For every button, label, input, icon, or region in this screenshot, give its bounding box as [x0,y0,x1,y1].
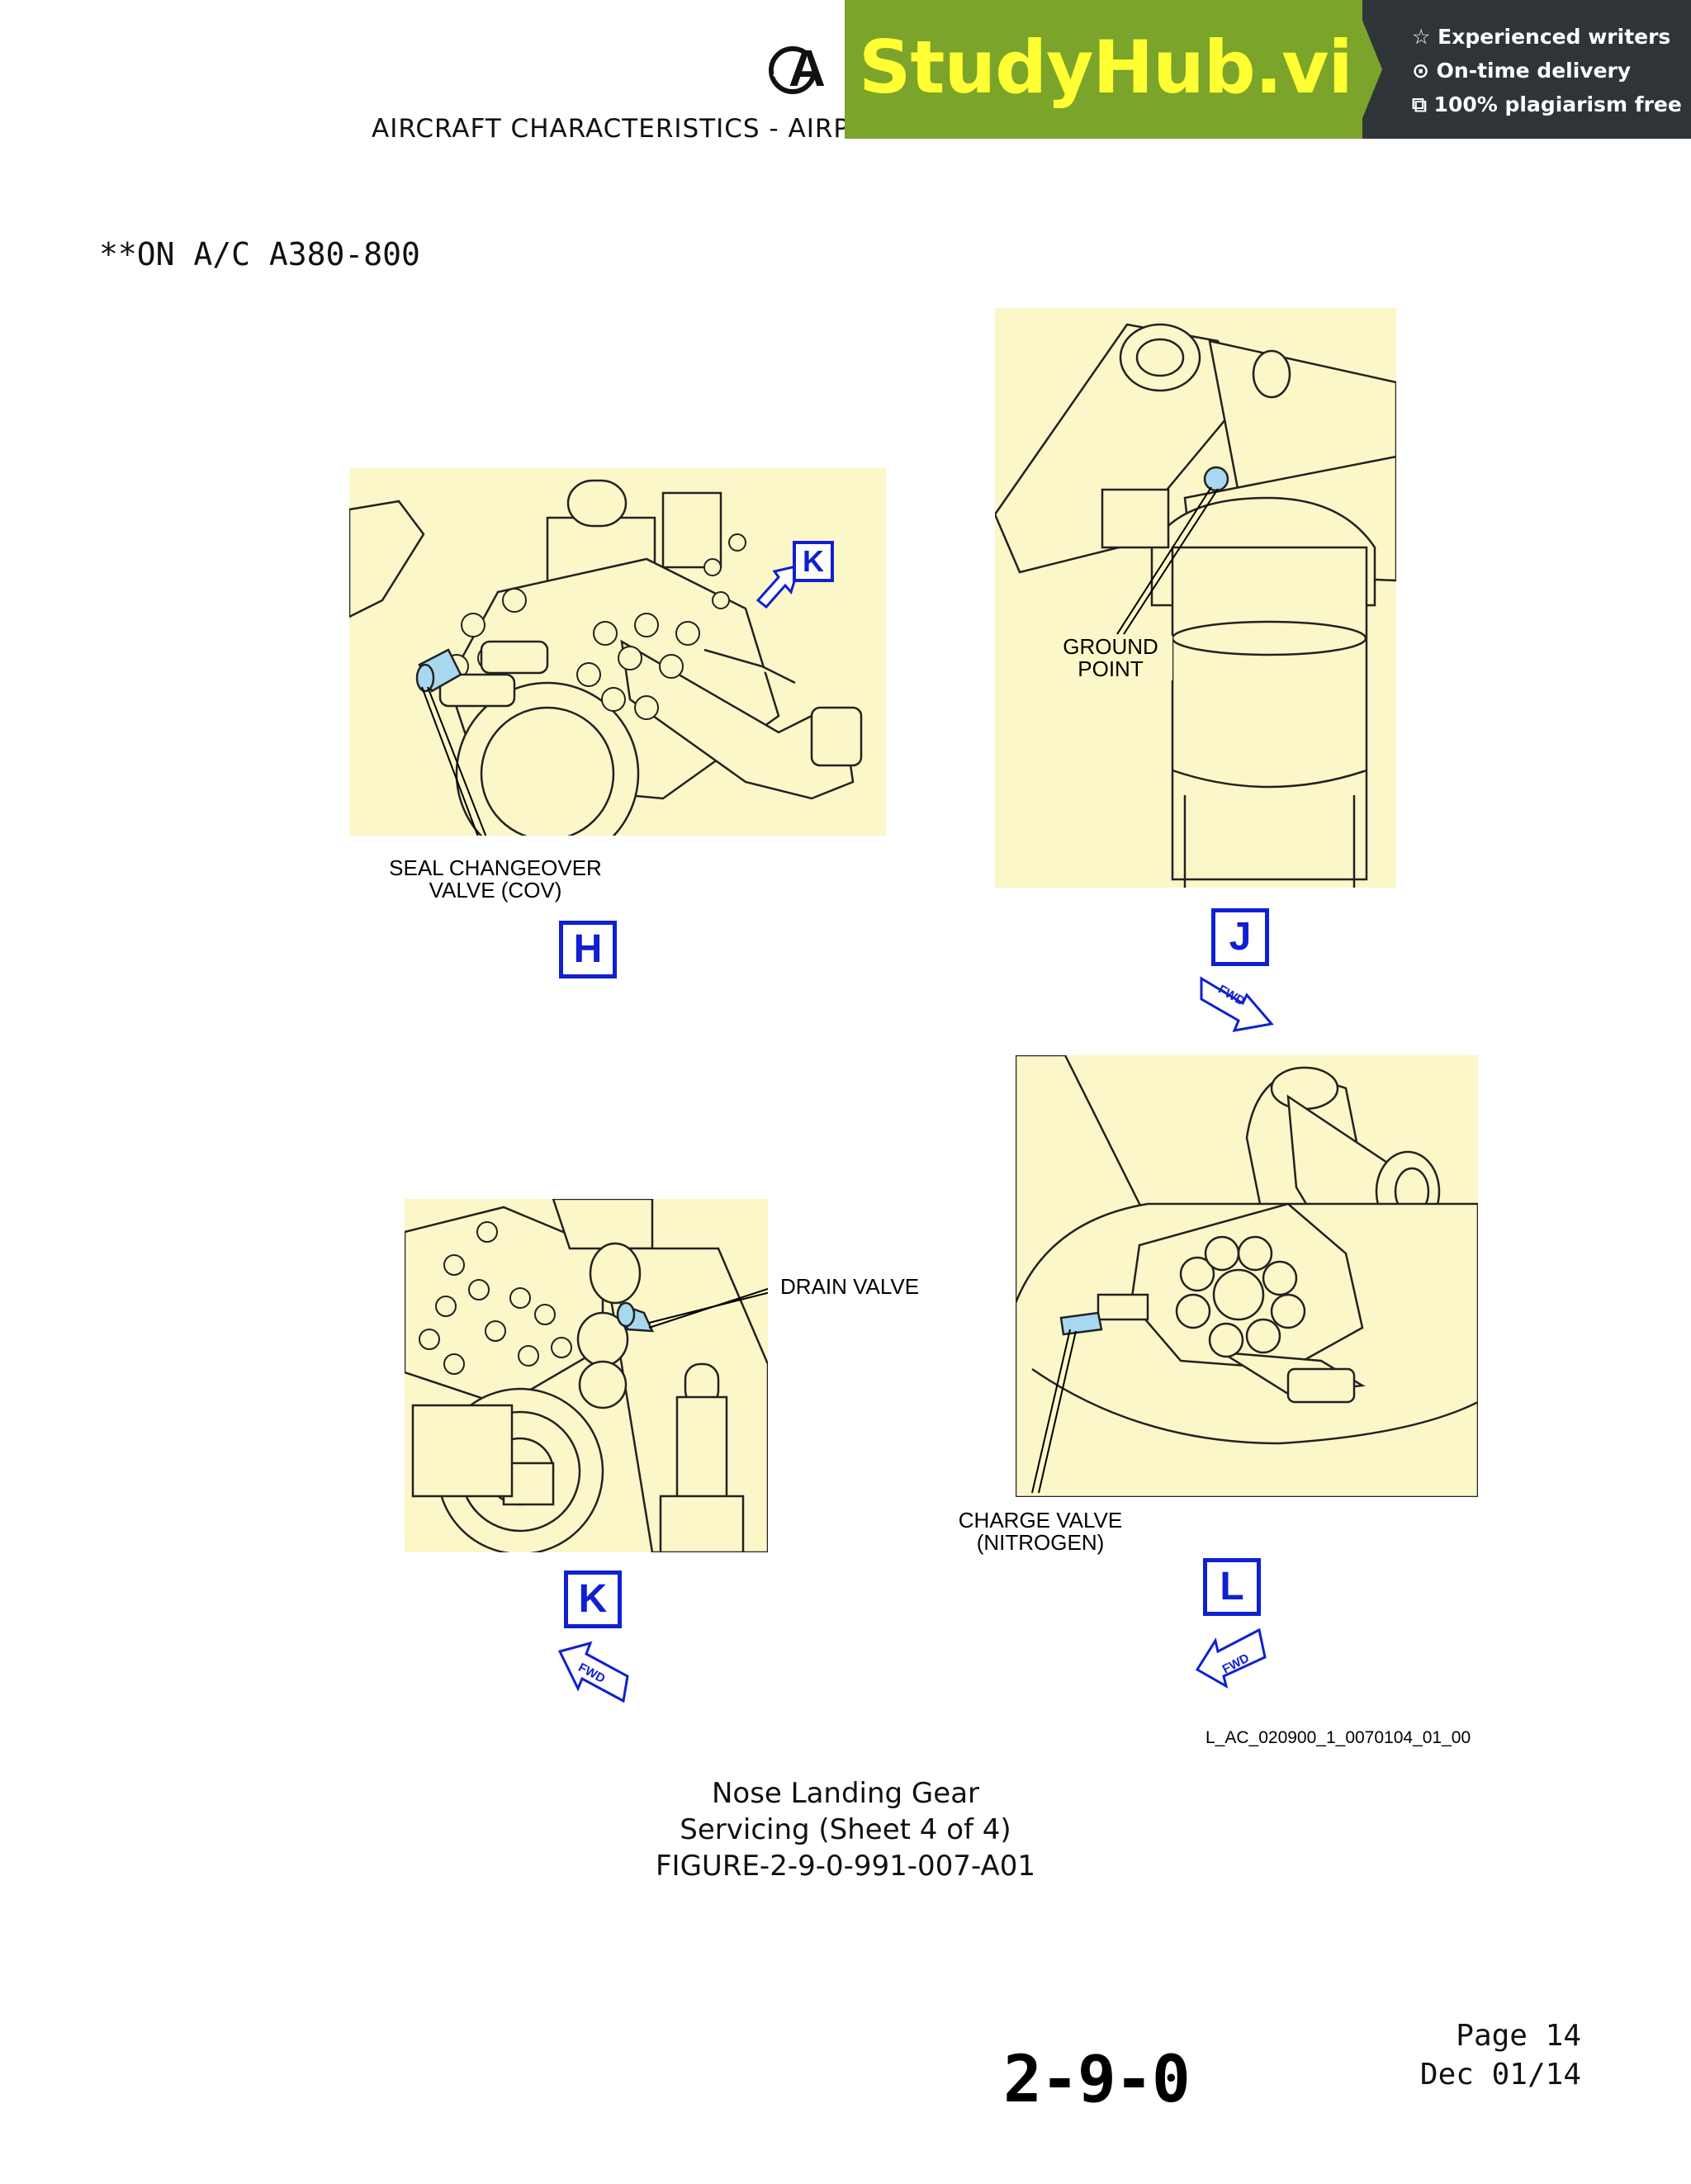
watermark-features-panel [1362,0,1691,139]
applicability-note: **ON A/C A380-800 [99,236,420,272]
view-h-callout: H [559,921,617,978]
seal-changeover-label-line2: VALVE (COV) [429,878,562,902]
ground-point-highlight [1203,466,1229,492]
feature-plagiarism-free: ⧉ 100% plagiarism free [1412,92,1682,116]
charge-valve-highlight [1059,1311,1103,1336]
watermark-banner[interactable] [845,0,1373,139]
charge-valve-label-line1: CHARGE VALVE [958,1508,1123,1533]
gear-strut-drawing [995,323,1396,888]
seal-changeover-valve-label: SEAL CHANGEOVER VALVE (COV) [363,857,628,902]
view-k-illustration [405,1199,768,1552]
charge-valve-label-line2: (NITROGEN) [976,1530,1105,1555]
seal-changeover-label-line1: SEAL CHANGEOVER [389,855,602,880]
feature-experienced-writers: ☆ Experienced writers [1412,25,1671,49]
figure-caption-line3: FIGURE-2-9-0-991-007-A01 [656,1850,1035,1883]
ground-point-label: GROUND POINT [1049,636,1172,680]
watermark-url[interactable]: StudyHub.vip [859,25,1404,110]
view-l-callout: L [1203,1558,1261,1616]
view-k-pointer-box: K [793,541,834,582]
valve-block-drawing [349,479,863,836]
ground-point-label-line1: GROUND [1063,634,1158,659]
airbus-logo-icon [769,46,817,94]
view-j-callout: J [1211,908,1269,966]
charge-valve-label: CHARGE VALVE (NITROGEN) [950,1509,1131,1554]
view-k-callout: K [564,1570,622,1628]
view-h-illustration [349,468,886,836]
ground-point-label-line2: POINT [1078,656,1144,681]
figure-reference-id: L_AC_020900_1_0070104_01_00 [1205,1728,1471,1747]
fwd-arrow-k-icon: FWD [557,1641,629,1703]
figure-caption-line2: Servicing (Sheet 4 of 4) [680,1813,1011,1846]
banner-chevron [1354,0,1382,139]
drain-valve-drawing [405,1199,768,1552]
view-j-illustration [995,308,1396,888]
section-number: 2-9-0 [1003,2043,1191,2117]
figure-caption-line1: Nose Landing Gear [711,1777,980,1810]
page-date: Dec 01/14 [1419,2058,1581,2092]
fwd-arrow-j-icon: FWD [1200,976,1274,1032]
feature-on-time-delivery: ⊙ On-time delivery [1412,59,1632,83]
page-number: Page 14 [1456,2019,1581,2053]
charge-valve-drawing [1016,1055,1478,1497]
logo-text: A [789,40,826,97]
fwd-arrow-l-icon: FWD [1195,1627,1267,1689]
drain-valve-label: DRAIN VALVE [780,1274,920,1299]
view-l-illustration [1016,1055,1478,1497]
